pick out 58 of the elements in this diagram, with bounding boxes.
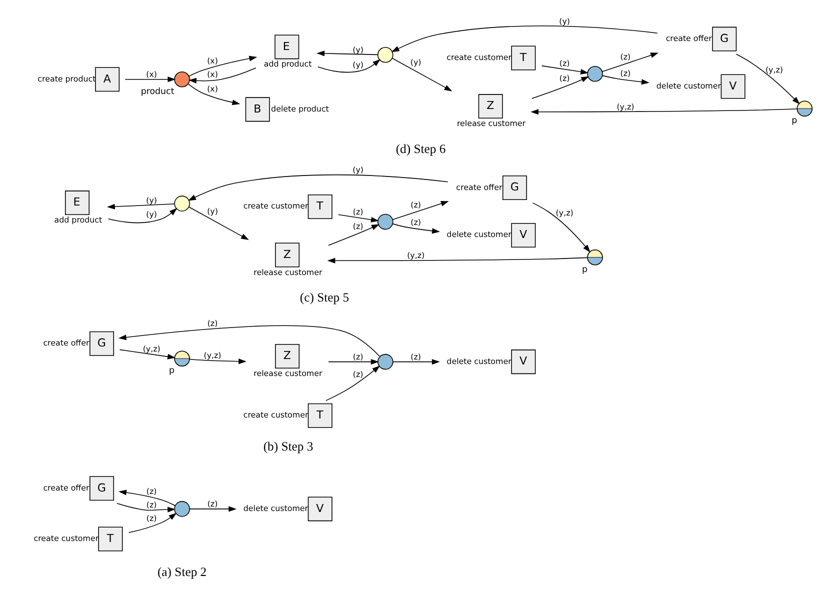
edge-label: (z) [352,222,363,231]
edge-label: (z) [352,208,363,217]
edge-label: (x) [146,70,157,80]
edge-label: (y) [206,206,218,216]
edge-label: (z) [410,218,420,227]
label: (a) Step 2 [156,565,206,580]
node-label: create customer [242,410,308,420]
node-label: add product [263,60,312,69]
edge-label: (y,z) [406,251,424,260]
edge-label: (z) [146,514,156,523]
node-label: release customer [253,268,322,277]
edge-label: (x) [206,70,218,80]
node-label: p [168,366,174,376]
edge-label: (y,z) [203,350,221,360]
edge-label: (z) [146,486,156,496]
label: (d) Step 6 [395,142,446,156]
node-label: p [791,116,797,126]
node-label: create offer [456,182,502,192]
edge-label: (y) [146,196,157,205]
edge-label: (y,z) [616,102,634,112]
label: (c) Step 5 [299,290,349,305]
edge-label: (z) [620,69,630,78]
edge-label: (y) [352,45,364,54]
node-label: delete customer [242,504,308,513]
edge-label: (y) [558,17,570,26]
edge-label: (z) [206,319,218,328]
node-label: release customer [253,369,322,378]
node-label: delete customer [446,230,511,240]
node-label: add product [54,216,102,225]
edge-label: (z) [352,370,363,379]
edge-label: (z) [620,52,630,62]
edge-label: (y,z) [142,344,160,354]
node-label: delete product [270,104,328,114]
edge-label: (z) [410,352,420,362]
node-label: p [581,264,587,275]
edge-label: (y,z) [764,65,782,74]
node-label: create offer [42,483,89,492]
edge-label: (y) [410,58,421,68]
edge-label: (y) [352,166,364,175]
edge-label: (x) [206,56,218,66]
edge-label: (z) [206,500,218,509]
node-label: create customer [242,202,308,211]
node-label: create offer [42,338,89,348]
node-label: release customer [456,119,526,128]
edge-label: (z) [558,58,570,68]
edge-label: (y,z) [555,208,573,218]
edge-label: (z) [146,500,156,510]
edge-label: (y) [146,210,157,220]
edge-label: (x) [206,84,218,94]
label: (b) Step 3 [262,439,313,454]
edge-label: (z) [558,74,570,83]
node-label: product [140,86,174,97]
node-label: delete customer [656,81,720,90]
edge-label: (y) [352,60,364,70]
edge-label: (z) [352,352,363,362]
edge-label: (z) [410,200,420,210]
node-label: delete customer [446,356,511,366]
node-label: create offer [665,34,712,44]
